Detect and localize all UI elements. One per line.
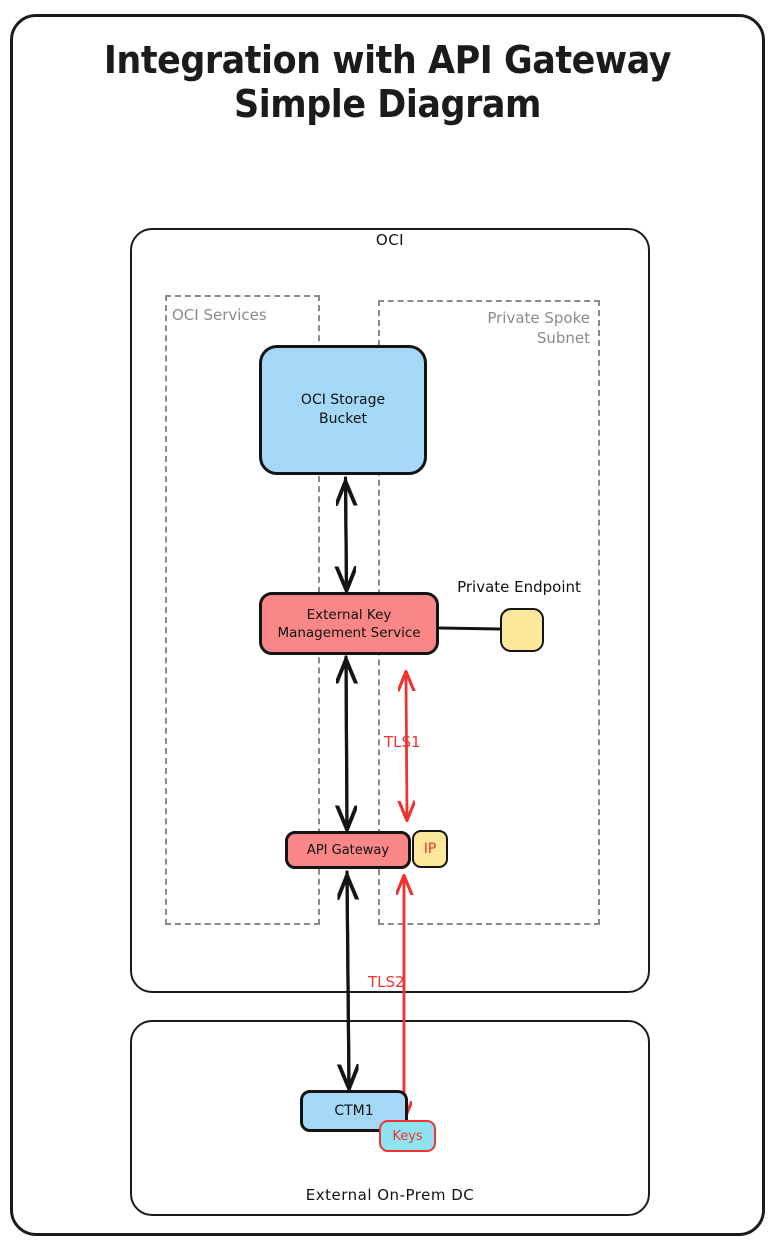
node-ip-badge-label: IP [423, 841, 437, 857]
node-keys[interactable]: Keys [379, 1120, 436, 1152]
node-ip-badge[interactable]: IP [412, 830, 448, 868]
node-private-endpoint-label: Private Endpoint [457, 578, 581, 596]
page-title: Integration with API Gateway Simple Diag… [40, 38, 735, 126]
node-keys-label: Keys [392, 1128, 423, 1144]
container-on-prem [130, 1020, 650, 1216]
node-kms-line-2: Management Service [277, 624, 421, 641]
node-oci-storage-bucket-line-2: Bucket [319, 411, 367, 427]
node-api-gateway-label: API Gateway [306, 842, 390, 858]
container-oci-services-label: OCI Services [172, 306, 267, 324]
edge-label-tls2: TLS2 [368, 973, 405, 991]
container-oci-label: OCI [375, 231, 405, 249]
node-external-key-management-service[interactable]: External Key Management Service [259, 592, 439, 655]
container-oci [130, 228, 650, 993]
edge-label-tls1: TLS1 [384, 733, 421, 751]
node-oci-storage-bucket[interactable]: OCI Storage Bucket [259, 345, 427, 475]
private-spoke-label-line-2: Subnet [536, 329, 590, 347]
private-spoke-label-line-1: Private Spoke [487, 309, 590, 327]
page-title-line-1: Integration with API Gateway [103, 38, 672, 82]
container-on-prem-label: External On-Prem DC [305, 1186, 475, 1204]
node-kms-line-1: External Key [306, 606, 392, 623]
page-title-line-2: Simple Diagram [234, 82, 541, 126]
node-oci-storage-bucket-line-1: OCI Storage [300, 392, 386, 408]
node-ctm1-label: CTM1 [334, 1103, 374, 1119]
container-private-spoke-subnet-label: Private Spoke Subnet [390, 308, 590, 348]
node-api-gateway[interactable]: API Gateway [285, 831, 411, 869]
node-private-endpoint[interactable] [500, 608, 544, 652]
